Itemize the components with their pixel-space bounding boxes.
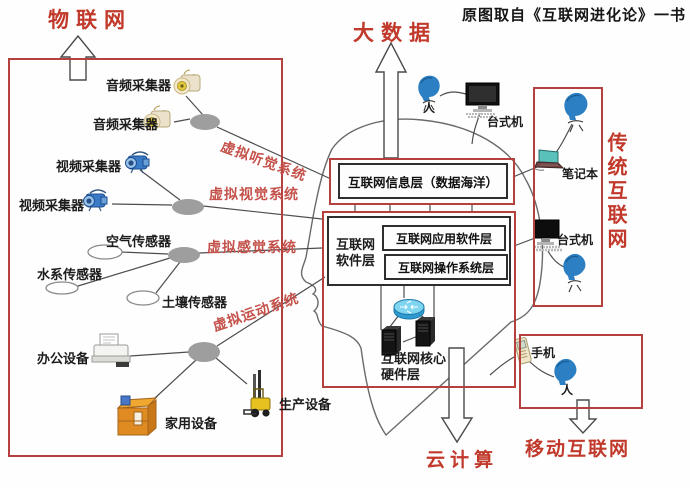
- traditional-internet-frame: [533, 87, 603, 307]
- desktop-top-icon: [465, 82, 500, 118]
- mobile-internet-frame: [519, 334, 643, 409]
- video-collector-1-label: 视频采集器: [56, 159, 122, 174]
- sensor-nodes: [45, 244, 160, 306]
- connector-lines: [77, 91, 573, 399]
- office-equipment-label: 办公设备: [37, 351, 90, 366]
- phone-icon: [514, 337, 532, 365]
- iot-title: 物联网: [48, 8, 132, 32]
- flow-arrows: [59, 34, 598, 444]
- air-sensor-label: 空气传感器: [106, 234, 172, 249]
- audio-collector-icon-2: [143, 105, 171, 131]
- forklift-icon: [243, 370, 271, 418]
- motion-hub: [188, 342, 220, 362]
- vision-hub: [172, 199, 204, 215]
- audio-collector-icon-1: [173, 69, 201, 95]
- cloud-title: 云计算: [426, 450, 499, 471]
- audio-collector-1-label: 音频采集器: [106, 78, 172, 93]
- bigdata-up-arrow: [374, 41, 408, 159]
- head-outline: [300, 118, 544, 437]
- water-sensor-node: [45, 281, 79, 295]
- traditional-title: 传统互联网: [604, 132, 626, 252]
- home-equipment-icon: [116, 395, 158, 437]
- soil-sensor-node: [126, 290, 160, 306]
- laptop-label: 笔记本: [562, 167, 599, 181]
- person-mobile-icon: [554, 358, 577, 385]
- source-caption: 原图取自《互联网进化论》一书: [462, 8, 687, 24]
- os-layer-label: 互联网操作系统层: [397, 260, 494, 275]
- server-icon-2: [415, 317, 435, 347]
- application-layer-box: 互联网应用软件层: [382, 225, 506, 251]
- video-collector-icon-1: [125, 151, 150, 174]
- router-icon: [393, 299, 425, 320]
- info-layer-label: 互联网信息层（数据海洋）: [347, 175, 498, 190]
- virtual-sensing-label: 虚拟感觉系统: [207, 241, 297, 256]
- software-layer-label: 互联网软件层: [335, 237, 375, 269]
- desktop-top-label: 台式机: [487, 115, 524, 129]
- water-sensor-label: 水系传感器: [37, 267, 103, 282]
- mobile-title: 移动互联网: [525, 439, 631, 460]
- soil-sensor-label: 土壤传感器: [162, 295, 228, 310]
- bigdata-title: 大数据: [353, 21, 437, 45]
- home-equipment-label: 家用设备: [165, 416, 218, 431]
- cloud-down-arrow: [440, 347, 474, 444]
- phone-label: 手机: [531, 346, 556, 360]
- info-layer-box: 互联网信息层（数据海洋）: [338, 163, 508, 199]
- person-top-label: 人: [423, 101, 436, 115]
- software-hardware-frame: [322, 211, 516, 388]
- server-icon-1: [381, 326, 401, 356]
- desktop-right-icon: [533, 219, 562, 252]
- hearing-hub: [190, 114, 220, 130]
- hub-nodes: [168, 114, 220, 362]
- audio-collector-2-label: 音频采集器: [93, 117, 159, 132]
- person-traditional-bottom-icon: [563, 253, 586, 293]
- person-mobile-label: 人: [561, 383, 574, 397]
- virtual-vision-label: 虚拟视觉系统: [209, 188, 299, 203]
- mobile-down-arrow: [568, 399, 598, 435]
- info-layer-frame: [329, 158, 515, 205]
- person-traditional-top-icon: [564, 92, 588, 133]
- person-top-icon: [418, 75, 440, 112]
- core-hardware-label: 互联网核心硬件层: [381, 351, 447, 383]
- printer-icon: [91, 333, 131, 367]
- production-equipment-label: 生产设备: [279, 397, 332, 412]
- air-sensor-node: [87, 244, 123, 260]
- sensing-hub: [168, 247, 200, 263]
- desktop-right-label: 台式机: [557, 233, 594, 247]
- video-collector-2-label: 视频采集器: [19, 198, 85, 213]
- video-collector-icon-2: [83, 189, 108, 212]
- software-layer-box: [327, 216, 511, 286]
- application-layer-label: 互联网应用软件层: [395, 231, 492, 246]
- os-layer-box: 互联网操作系统层: [384, 254, 508, 280]
- iot-panel-frame: [8, 58, 283, 457]
